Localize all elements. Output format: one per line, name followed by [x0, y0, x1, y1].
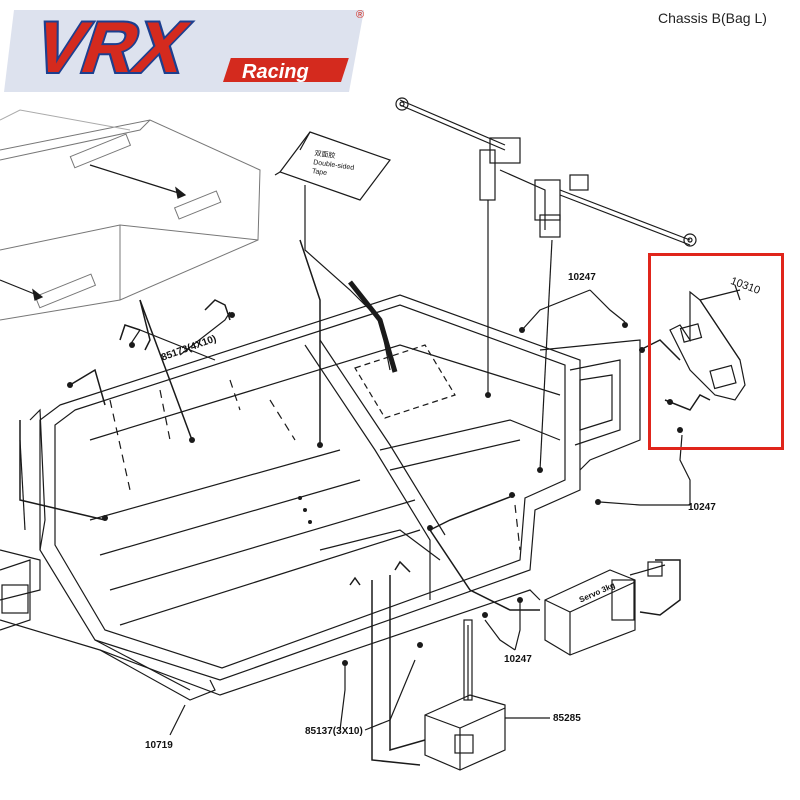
part-label-10247-top: 10247	[568, 272, 596, 283]
part-label-10247-bottom: 10247	[504, 654, 532, 665]
page-title: Chassis B(Bag L)	[658, 10, 767, 26]
tape-area	[354, 344, 456, 419]
vrx-racing-logo: VRX Racing ®	[4, 2, 374, 97]
tape-label: 双面胶 Double-sided Tape	[311, 149, 356, 181]
part-label-10719: 10719	[145, 740, 173, 751]
part-label-85137: 85137(3X10)	[305, 726, 363, 737]
double-sided-tape-card	[274, 131, 391, 201]
part-label-10247-right: 10247	[688, 502, 716, 513]
mount-dashes	[109, 379, 521, 551]
battery-box	[0, 109, 261, 321]
part-label-85285: 85285	[553, 713, 581, 724]
steering-linkage	[395, 97, 697, 471]
cables	[19, 239, 711, 766]
battery-arrows	[0, 164, 187, 301]
logo-registered-mark: ®	[356, 9, 364, 21]
servo	[544, 561, 666, 656]
screws	[67, 312, 683, 666]
receiver	[424, 619, 506, 771]
chassis-tub	[0, 294, 641, 701]
logo-main-text: VRX	[24, 7, 198, 88]
logo-sub-text: Racing	[242, 61, 309, 83]
part-10310-bracket	[669, 289, 746, 401]
highlight-box-10310	[648, 253, 784, 450]
